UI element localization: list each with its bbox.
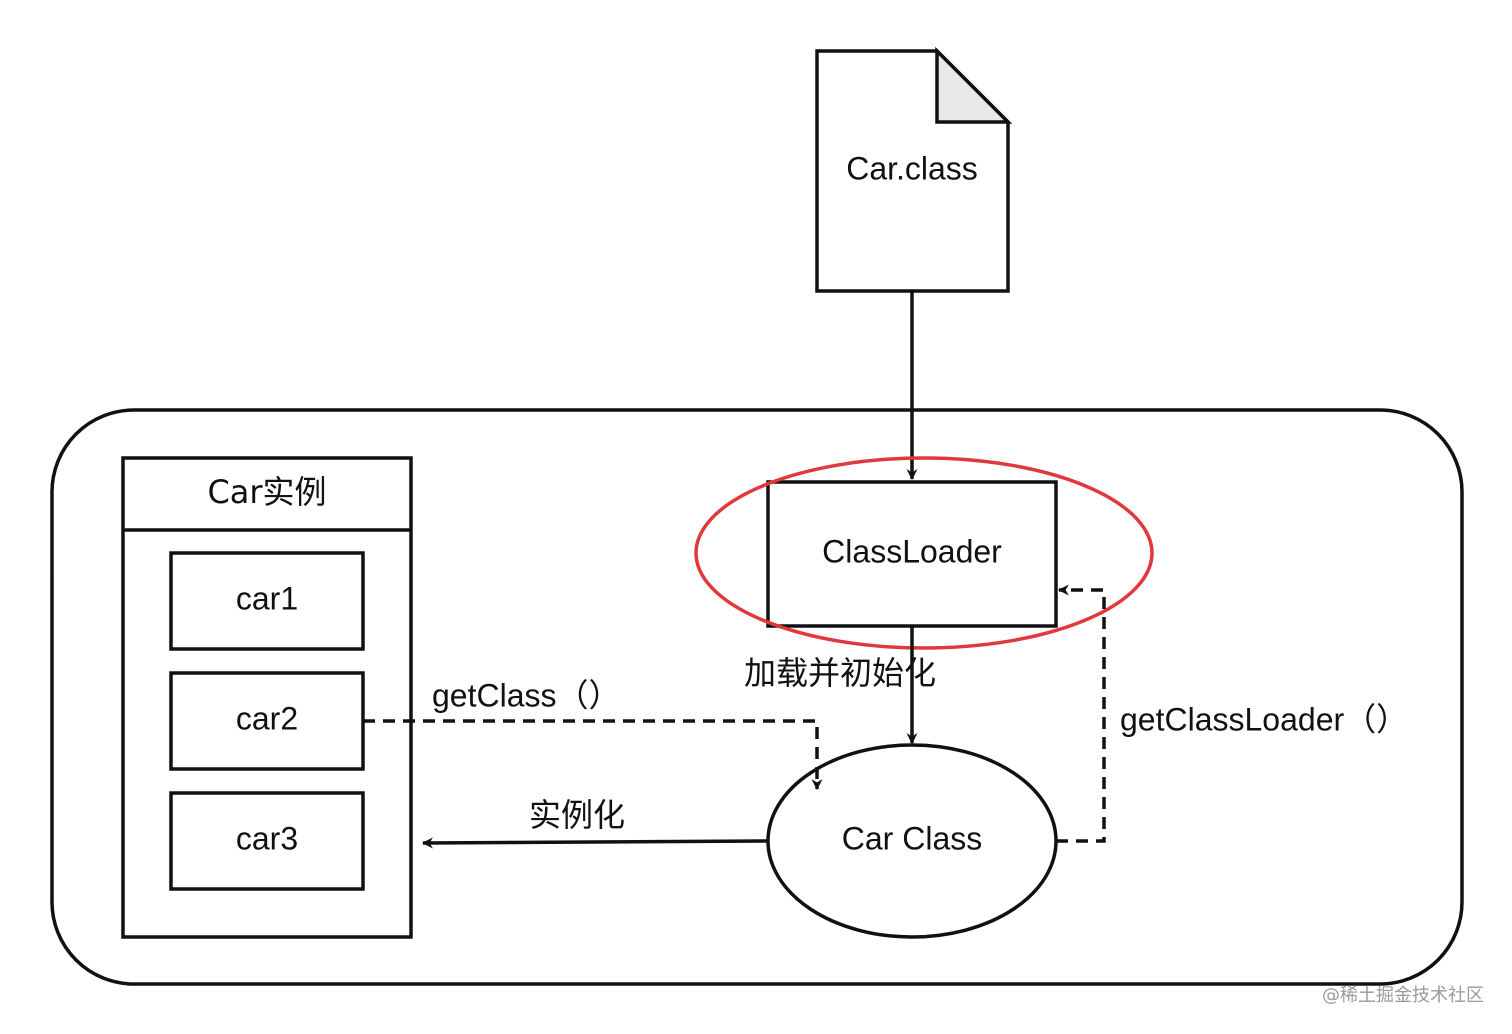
instance-label: car3	[236, 820, 298, 856]
car-class-label: Car Class	[842, 820, 982, 856]
edge-get-class-loader	[1056, 584, 1106, 843]
watermark-text: @稀土掘金技术社区	[1322, 985, 1484, 1006]
instantiate-label: 实例化	[529, 796, 625, 834]
instance-car2[interactable]: car2	[169, 671, 365, 771]
car-class-file-label: Car.class	[846, 150, 978, 186]
instance-car3[interactable]: car3	[169, 791, 365, 891]
load-and-init-label: 加载并初始化	[744, 654, 936, 692]
edge-get-class	[363, 719, 823, 791]
get-class-loader-label: getClassLoader（）	[1120, 701, 1408, 737]
instance-box	[169, 671, 365, 771]
class-loader-node[interactable]: ClassLoader	[766, 480, 1058, 628]
class-loader-label: ClassLoader	[822, 533, 1002, 569]
instance-label: car1	[236, 580, 298, 616]
edge-instantiate	[421, 837, 769, 849]
instances-header-label: Car实例	[207, 473, 326, 511]
car-class-node[interactable]: Car Class	[766, 743, 1058, 939]
file-fold-corner	[935, 46, 1013, 124]
instance-car1[interactable]: car1	[169, 551, 365, 651]
instance-box	[169, 791, 365, 891]
class-loader-highlight	[694, 456, 1154, 650]
car-instances-group: Car实例 car1 car2 car3	[121, 456, 413, 939]
jvm-container	[50, 408, 1464, 986]
class-loader-box	[766, 480, 1058, 628]
instance-box	[169, 551, 365, 651]
car-class-file-node[interactable]: Car.class	[815, 46, 1013, 293]
get-class-label: getClass（）	[432, 677, 621, 713]
instance-label: car2	[236, 700, 298, 736]
